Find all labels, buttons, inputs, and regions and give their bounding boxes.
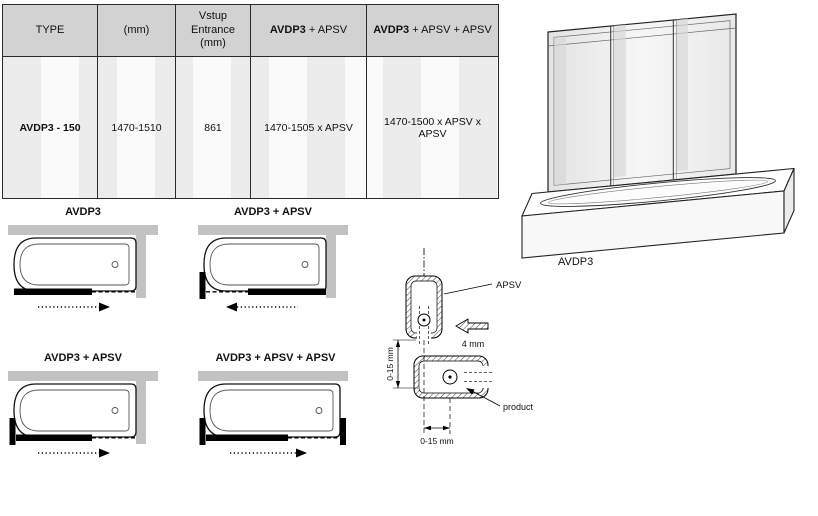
wall-top [8, 371, 158, 381]
plan-1-drawing [8, 225, 158, 312]
tub-basin-rim [540, 177, 776, 207]
apsv-profile-opening [417, 330, 431, 340]
plan-1-label: AVDP3 [65, 206, 101, 218]
installation-detail: APSV 4 mm 0-15 mm [385, 248, 556, 483]
sliding-door-panel [16, 434, 92, 441]
tub-side-face [783, 168, 795, 234]
col-header-combo2-model: AVDP3 [373, 23, 410, 36]
slide-arrowhead-right [99, 448, 110, 458]
bath-screen-3d-drawing: AVDP3 [521, 13, 795, 268]
vertical-dim-arrow-down [395, 381, 401, 388]
bathtub-basin [19, 243, 130, 286]
bathtub-3d [521, 167, 795, 259]
drain [315, 407, 323, 414]
slide-arrowhead-right [296, 448, 307, 458]
plan-config-3: AVDP3 + APSV [8, 352, 158, 466]
horizontal-dim-arrow-right [443, 425, 450, 431]
horizontal-dimension: 0-15 mm [420, 425, 454, 446]
plan-4-drawing [198, 371, 348, 458]
plan-config-2: AVDP3 + APSV [198, 206, 348, 320]
drain [301, 261, 309, 268]
wall-top [198, 225, 348, 235]
drain [111, 261, 119, 268]
plan-3-drawing [8, 371, 158, 458]
sliding-door-panel [14, 288, 92, 295]
spec-table: TYPE (mm) Vstup Entrance (mm) AVDP3 + AP… [2, 4, 499, 199]
glass-shade-1 [554, 36, 566, 186]
slide-arrowhead-left [226, 302, 237, 312]
fixing-bolt-center [422, 318, 426, 322]
fixing-bolt-2-center [448, 375, 452, 379]
product-callout: product [466, 388, 534, 412]
cell-mm: 1470-1510 [97, 56, 176, 199]
col-header-type: TYPE [2, 4, 98, 57]
wall-right [326, 235, 336, 298]
tub-basin-inner [548, 179, 768, 205]
apsv-fixed-panel-right [340, 418, 346, 445]
product-label: product [503, 402, 534, 412]
table-row: AVDP3 - 150 1470-1510 861 1470-1505 x AP… [2, 56, 499, 199]
drain [111, 407, 119, 414]
vertical-dim-arrow-up [395, 340, 401, 347]
col-header-combo1-model: AVDP3 [269, 23, 306, 36]
cell-entrance: 861 [175, 56, 251, 199]
wall-top [198, 371, 348, 381]
apsv-fixed-panel-left [199, 418, 206, 445]
sliding-door-panel [248, 288, 326, 295]
cell-combo2: 1470-1500 x APSV x APSV [366, 56, 499, 199]
horizontal-dim-arrow-left [424, 425, 431, 431]
col-header-combo2-suffix: + APSV + APSV [409, 23, 492, 36]
apsv-fixed-panel-left [199, 272, 206, 299]
slide-arrowhead-right [99, 302, 110, 312]
product-leader-arrowhead [466, 388, 475, 395]
col-header-combo2: AVDP3 + APSV + APSV [366, 4, 499, 57]
bathtub-basin [19, 389, 130, 432]
col-header-combo1-suffix: + APSV [305, 23, 348, 36]
product-profile-opening [480, 366, 490, 388]
plan-config-4: AVDP3 + APSV + APSV [198, 352, 353, 466]
apsv-profile-section [405, 275, 443, 344]
bathtub-basin [209, 389, 334, 432]
profile-cross-section-drawing: APSV 4 mm 0-15 mm [385, 248, 534, 446]
apsv-leader-line [443, 283, 493, 295]
wall-top [8, 225, 158, 235]
cell-combo1: 1470-1505 x APSV [250, 56, 367, 199]
col-header-entrance: Vstup Entrance (mm) [175, 4, 251, 57]
product-leader-line [471, 390, 501, 407]
apsv-label: APSV [496, 280, 522, 291]
sliding-door-panel [206, 434, 288, 441]
glass-thickness-label: 4 mm [462, 339, 485, 349]
vertical-dim-label: 0-15 mm [386, 347, 395, 381]
horizontal-dim-label: 0-15 mm [420, 436, 454, 446]
plan-2-drawing [198, 225, 348, 312]
plan-4-label: AVDP3 + APSV + APSV [215, 352, 336, 364]
wall-right [136, 235, 146, 298]
glass-shade-3 [676, 18, 688, 172]
cell-type: AVDP3 - 150 [2, 56, 98, 199]
product-illustration: AVDP3 [518, 2, 813, 275]
col-header-mm: (mm) [97, 4, 176, 57]
plan-3-label: AVDP3 + APSV [44, 352, 122, 364]
screen-top-rail [547, 27, 737, 47]
product-profile-section [413, 355, 492, 399]
apsv-fixed-panel-left [9, 418, 16, 445]
wall-right [136, 381, 146, 444]
vertical-dimension: 0-15 mm [385, 339, 418, 389]
col-header-combo1: AVDP3 + APSV [250, 4, 367, 57]
shower-screen [547, 13, 737, 193]
glass-shade-2 [614, 24, 626, 178]
table-header-row: TYPE (mm) Vstup Entrance (mm) AVDP3 + AP… [2, 4, 499, 57]
plan-2-label: AVDP3 + APSV [234, 206, 312, 218]
bathtub [203, 383, 341, 438]
glass-thickness-arrow-icon [455, 318, 489, 334]
plan-config-1: AVDP3 [8, 206, 158, 320]
main-drawing-label: AVDP3 [558, 256, 593, 268]
screen-frame [547, 13, 737, 193]
bathtub-basin [209, 243, 320, 286]
